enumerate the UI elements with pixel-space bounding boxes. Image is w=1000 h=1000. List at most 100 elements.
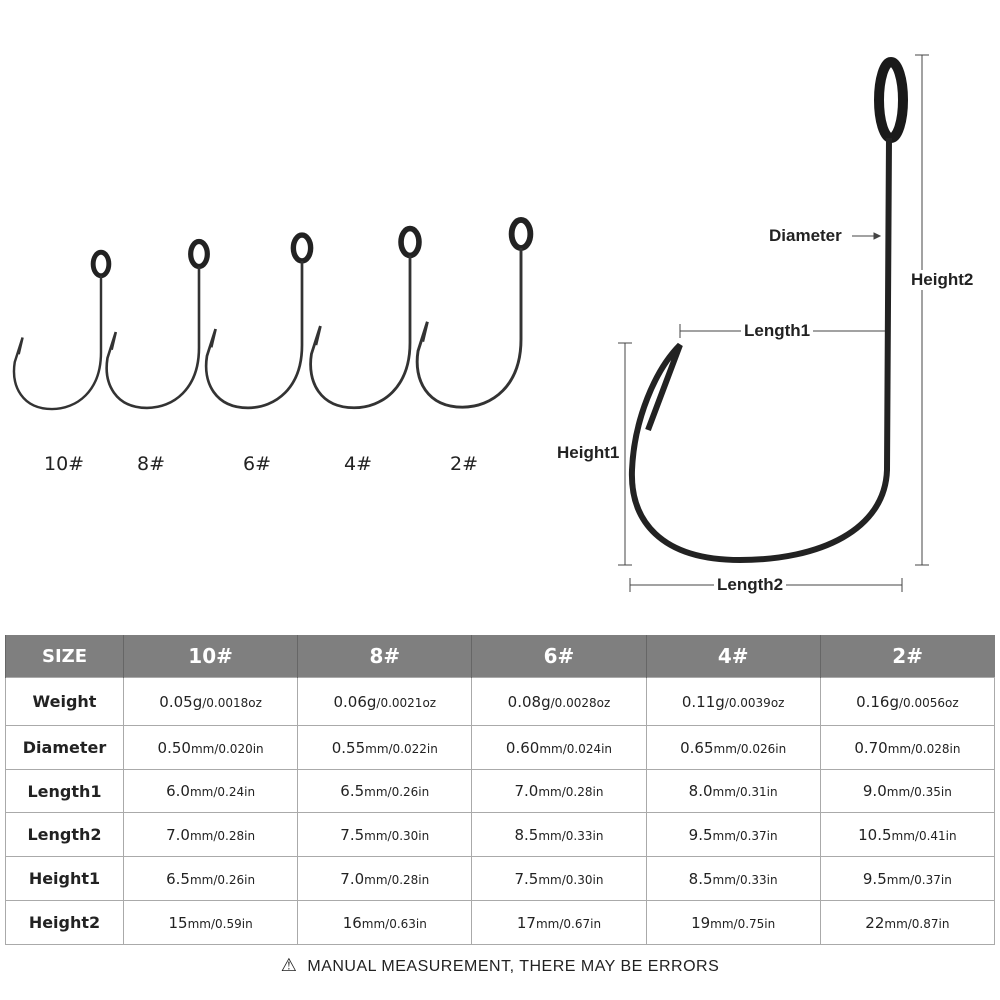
cell-value: 0.50 [157,738,191,757]
table-cell: 6.5mm/0.26in [297,769,473,813]
cell-unit: mm/0.022in [365,741,438,756]
table-cell: 7.0mm/0.28in [297,856,473,901]
cell-value: 19 [691,913,711,932]
cell-unit: mm/0.37in [712,828,778,843]
table-cell: 0.11g/0.0039oz [645,677,821,726]
table-cell: 0.50mm/0.020in [122,725,299,770]
table-cell: 0.65mm/0.026in [645,725,821,770]
cell-value: 8.0 [688,782,713,800]
table-cell: 0.08g/0.0028oz [471,677,647,726]
warning-text: MANUAL MEASUREMENT, THERE MAY BE ERRORS [307,958,720,975]
height2-label: Height2 [908,270,977,290]
table-header-cell: 10# [122,635,298,678]
row-label: Height2 [5,900,124,945]
length2-label: Length2 [714,575,787,595]
table-header-cell: 6# [471,635,647,678]
cell-value: 8.5 [688,869,713,888]
cell-value: 6.0 [166,782,190,800]
table-cell: 15mm/0.59in [122,900,299,945]
table-cell: 0.70mm/0.028in [819,725,996,770]
cell-value: 7.5 [514,869,539,888]
table-header-cell: 2# [819,635,995,678]
row-label: Length1 [5,769,124,813]
cell-unit: mm/0.35in [886,785,952,799]
dimension-lines [618,54,929,592]
hook-2 [417,220,530,407]
cell-value: 22 [865,913,885,932]
cell-unit: mm/0.41in [891,828,957,843]
table-cell: 17mm/0.67in [471,900,647,945]
table-cell: 22mm/0.87in [819,900,996,945]
table-header-cell: 8# [297,635,472,678]
cell-value: 0.70 [854,738,888,757]
cell-unit: mm/0.31in [712,785,778,799]
table-cell: 19mm/0.75in [645,900,821,945]
cell-unit: /0.0028oz [550,695,611,710]
cell-unit: mm/0.30in [364,828,430,843]
cell-unit: /0.0056oz [899,695,959,710]
cell-value: 15 [168,913,188,932]
cell-unit: mm/0.24in [189,785,256,799]
table-cell: 7.0mm/0.28in [122,812,299,857]
table-cell: 8.5mm/0.33in [645,856,821,901]
table-cell: 9.5mm/0.37in [819,856,996,901]
table-header-cell: 4# [645,635,821,678]
table-cell: 6.5mm/0.26in [122,856,299,901]
table-cell: 0.60mm/0.024in [471,725,647,770]
cell-unit: mm/0.28in [364,872,430,887]
cell-value: 0.08g [507,692,551,711]
hook-4 [311,229,419,408]
size-label-10: 10# [44,453,85,475]
table-cell: 9.5mm/0.37in [645,812,821,857]
height1-label: Height1 [554,443,623,463]
cell-unit: mm/0.63in [361,916,427,931]
cell-unit: /0.0039oz [724,695,785,710]
cell-value: 0.06g [333,692,377,711]
cell-unit: mm/0.33in [538,828,604,843]
table-cell: 0.05g/0.0018oz [122,677,299,726]
row-label: Weight [5,677,124,726]
cell-unit: /0.0021oz [376,695,437,710]
table-header-cell: SIZE [5,635,124,678]
cell-value: 0.65 [680,738,714,757]
size-label-2: 2# [450,453,479,475]
hook-6 [206,235,310,408]
table-cell: 0.55mm/0.022in [297,725,473,770]
cell-unit: mm/0.26in [189,872,256,887]
cell-value: 0.60 [505,738,540,757]
hook-8 [107,242,208,408]
cell-unit: mm/0.024in [539,741,613,756]
cell-value: 17 [516,913,536,932]
cell-unit: mm/0.75in [710,916,776,931]
table-cell: 7.5mm/0.30in [297,812,473,857]
cell-value: 7.5 [340,825,365,844]
table-cell: 16mm/0.63in [297,900,473,945]
large-hook [628,57,908,564]
size-label-6: 6# [243,453,272,475]
cell-unit: mm/0.59in [187,916,253,931]
row-label: Length2 [5,812,124,857]
table-cell: 0.06g/0.0021oz [297,677,473,726]
warning-icon: ⚠ [280,955,298,975]
cell-unit: mm/0.028in [887,741,961,756]
row-label: Diameter [5,725,124,770]
cell-value: 8.5 [514,825,539,844]
cell-unit: mm/0.28in [189,828,256,843]
hooks-illustration [0,54,929,592]
cell-unit: mm/0.37in [886,872,952,887]
cell-unit: /0.0018oz [202,695,262,710]
cell-unit: mm/0.30in [538,872,604,887]
cell-value: 10.5 [858,825,892,844]
cell-value: 9.5 [688,825,713,844]
table-cell: 9.0mm/0.35in [819,769,996,813]
table-cell: 8.5mm/0.33in [471,812,647,857]
cell-value: 9.0 [862,782,887,800]
cell-value: 0.16g [856,692,899,711]
